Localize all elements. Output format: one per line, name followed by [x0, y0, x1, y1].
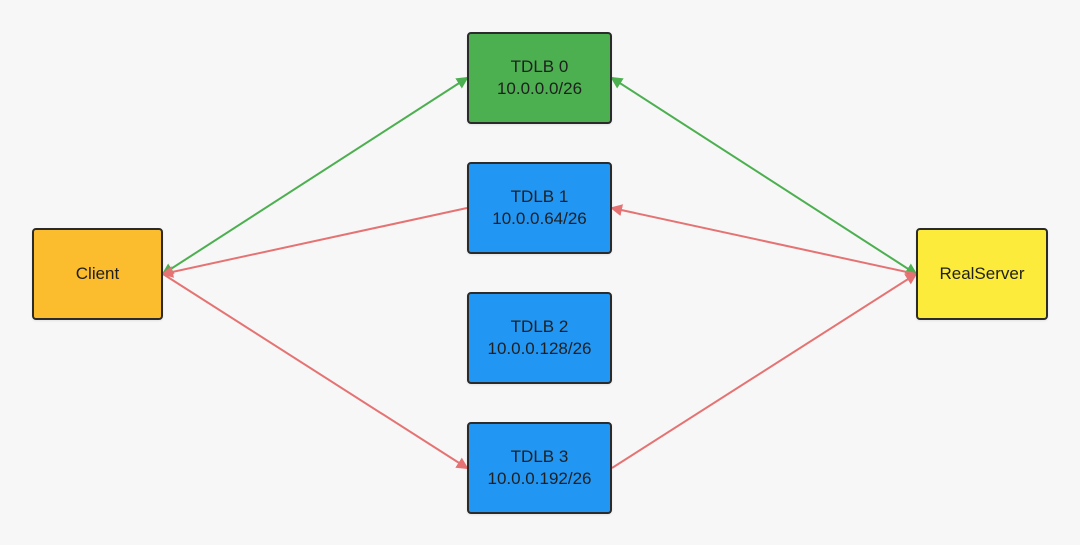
tdlb-0-subnet: 10.0.0.0/26 — [496, 79, 583, 98]
edge-client-to-tdlb0 — [161, 76, 469, 276]
tdlb-1-subnet: 10.0.0.64/26 — [492, 209, 587, 228]
tdlb-1-name: TDLB 1 — [510, 187, 569, 206]
tdlb-3-subnet: 10.0.0.192/26 — [487, 469, 592, 488]
realserver-node: RealServer — [916, 228, 1048, 320]
tdlb-3-node: TDLB 3 10.0.0.192/26 — [467, 422, 612, 514]
client-label: Client — [75, 264, 120, 283]
tdlb-2-name: TDLB 2 — [510, 317, 569, 336]
tdlb-0-node: TDLB 0 10.0.0.0/26 — [467, 32, 612, 124]
edges-layer — [161, 76, 918, 470]
client-node: Client — [32, 228, 163, 320]
tdlb-0-name: TDLB 0 — [510, 57, 569, 76]
edge-client-to-tdlb3 — [162, 273, 469, 470]
edge-tdlb1-to-client — [161, 207, 468, 278]
tdlb-2-node: TDLB 2 10.0.0.128/26 — [467, 292, 612, 384]
realserver-label: RealServer — [939, 264, 1025, 283]
tdlb-1-node: TDLB 1 10.0.0.64/26 — [467, 162, 612, 254]
edge-tdlb3-to-realserver — [611, 272, 918, 469]
tdlb-2-subnet: 10.0.0.128/26 — [487, 339, 592, 358]
tdlb-3-name: TDLB 3 — [510, 447, 569, 466]
edge-realserver-to-tdlb1 — [610, 204, 917, 275]
edge-tdlb0-to-realserver — [610, 76, 918, 276]
